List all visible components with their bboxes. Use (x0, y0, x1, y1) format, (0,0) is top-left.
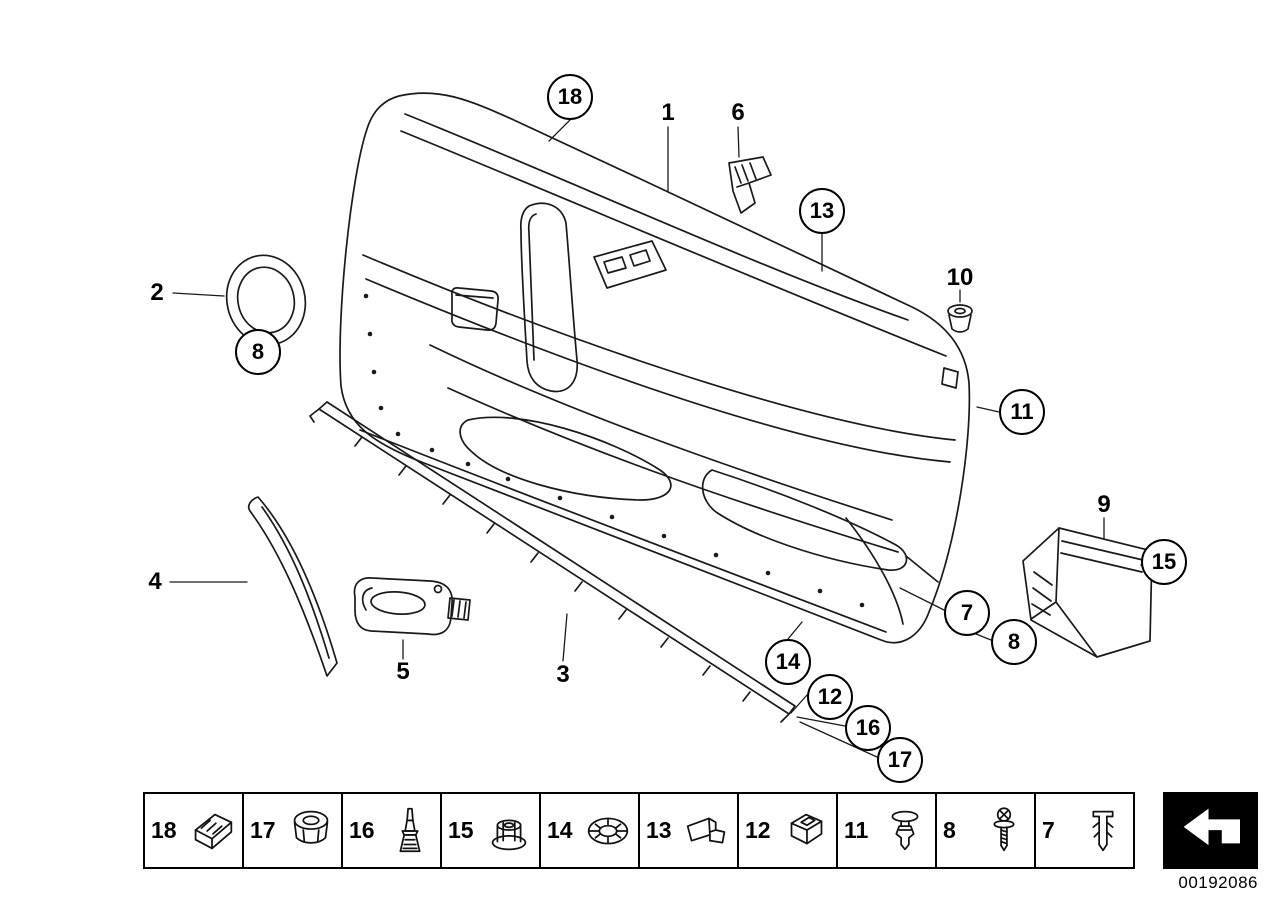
legend-item-14[interactable]: 14 (539, 792, 640, 869)
callout-label: 9 (1097, 491, 1111, 518)
side-pocket-part-9 (1022, 527, 1153, 658)
back-arrow-button[interactable] (1163, 792, 1258, 869)
legend-number: 8 (943, 817, 956, 843)
callout-label: 16 (855, 715, 881, 740)
legend-item-13[interactable]: 13 (638, 792, 739, 869)
legend-item-15[interactable]: 15 (440, 792, 541, 869)
legend-number: 11 (844, 817, 869, 843)
legend-strip: 18 17 16 15 14 13 12 11 8 7 (143, 792, 1135, 869)
callout-14[interactable]: 14 (765, 639, 811, 685)
legend-number: 16 (349, 817, 375, 843)
callout-label: 15 (1151, 549, 1177, 574)
callout-10[interactable]: 10 (947, 266, 974, 290)
door-panel (339, 92, 971, 644)
expanding-clip-icon (1074, 798, 1132, 864)
cage-clip-icon (777, 798, 835, 864)
legend-number: 12 (745, 817, 771, 843)
callout-label: 6 (731, 99, 745, 126)
legend-item-11[interactable]: 11 (836, 792, 937, 869)
callout-1[interactable]: 1 (661, 101, 674, 125)
callout-7[interactable]: 7 (944, 590, 990, 636)
screw-icon (975, 798, 1033, 864)
callout-label: 3 (556, 661, 570, 688)
callout-12[interactable]: 12 (807, 674, 853, 720)
callout-8[interactable]: 8 (235, 329, 281, 375)
callout-2[interactable]: 2 (150, 281, 163, 305)
callout-6[interactable]: 6 (731, 101, 744, 125)
push-pin-icon (876, 798, 934, 864)
callout-label: 13 (809, 198, 835, 223)
callout-label: 2 (150, 279, 164, 306)
legend-item-7[interactable]: 7 (1034, 792, 1135, 869)
callout-label: 14 (775, 649, 801, 674)
callout-label: 10 (946, 264, 974, 291)
expansion-rivet-icon (381, 798, 439, 864)
callout-label: 8 (1007, 629, 1021, 654)
legend-number: 7 (1042, 817, 1055, 843)
legend-item-16[interactable]: 16 (341, 792, 442, 869)
legend-number: 17 (250, 817, 276, 843)
callout-17[interactable]: 17 (877, 737, 923, 783)
callout-5[interactable]: 5 (396, 660, 409, 684)
callout-3[interactable]: 3 (556, 663, 569, 687)
legend-number: 14 (547, 817, 573, 843)
grommet-part-10 (947, 304, 973, 333)
legend-item-17[interactable]: 17 (242, 792, 343, 869)
legend-number: 13 (646, 817, 672, 843)
callout-label: 8 (251, 339, 265, 364)
sill-strip-part-3 (309, 401, 796, 723)
callout-label: 12 (817, 684, 843, 709)
callout-4[interactable]: 4 (148, 570, 161, 594)
legend-item-18[interactable]: 18 (143, 792, 244, 869)
trim-strip-part-4 (247, 496, 338, 677)
callout-label: 11 (1010, 399, 1034, 424)
callout-15[interactable]: 15 (1141, 539, 1187, 585)
callout-18[interactable]: 18 (547, 74, 593, 120)
callout-label: 17 (887, 747, 913, 772)
callout-label: 1 (661, 99, 675, 126)
callout-label: 18 (557, 84, 583, 109)
clip-part-6 (728, 156, 772, 214)
callout-8[interactable]: 8 (991, 619, 1037, 665)
lock-ring-icon (579, 798, 637, 864)
grommet-icon (282, 798, 340, 864)
legend-number: 18 (151, 817, 177, 843)
fastener-dots (363, 293, 865, 608)
legend-item-12[interactable]: 12 (737, 792, 838, 869)
diagram-number: 00192086 (1178, 873, 1258, 892)
callout-label: 5 (396, 658, 410, 685)
callout-13[interactable]: 13 (799, 188, 845, 234)
legend-number: 15 (448, 817, 474, 843)
legend-item-8[interactable]: 8 (935, 792, 1036, 869)
callout-9[interactable]: 9 (1097, 493, 1110, 517)
callout-label: 4 (148, 568, 162, 595)
flange-nut-icon (480, 798, 538, 864)
callout-label: 7 (960, 600, 974, 625)
bracket-icon (678, 798, 736, 864)
back-arrow-icon (1183, 808, 1240, 845)
clip-plate-icon (183, 798, 241, 864)
door-opener-part-5 (353, 577, 471, 636)
callout-11[interactable]: 11 (999, 389, 1045, 435)
